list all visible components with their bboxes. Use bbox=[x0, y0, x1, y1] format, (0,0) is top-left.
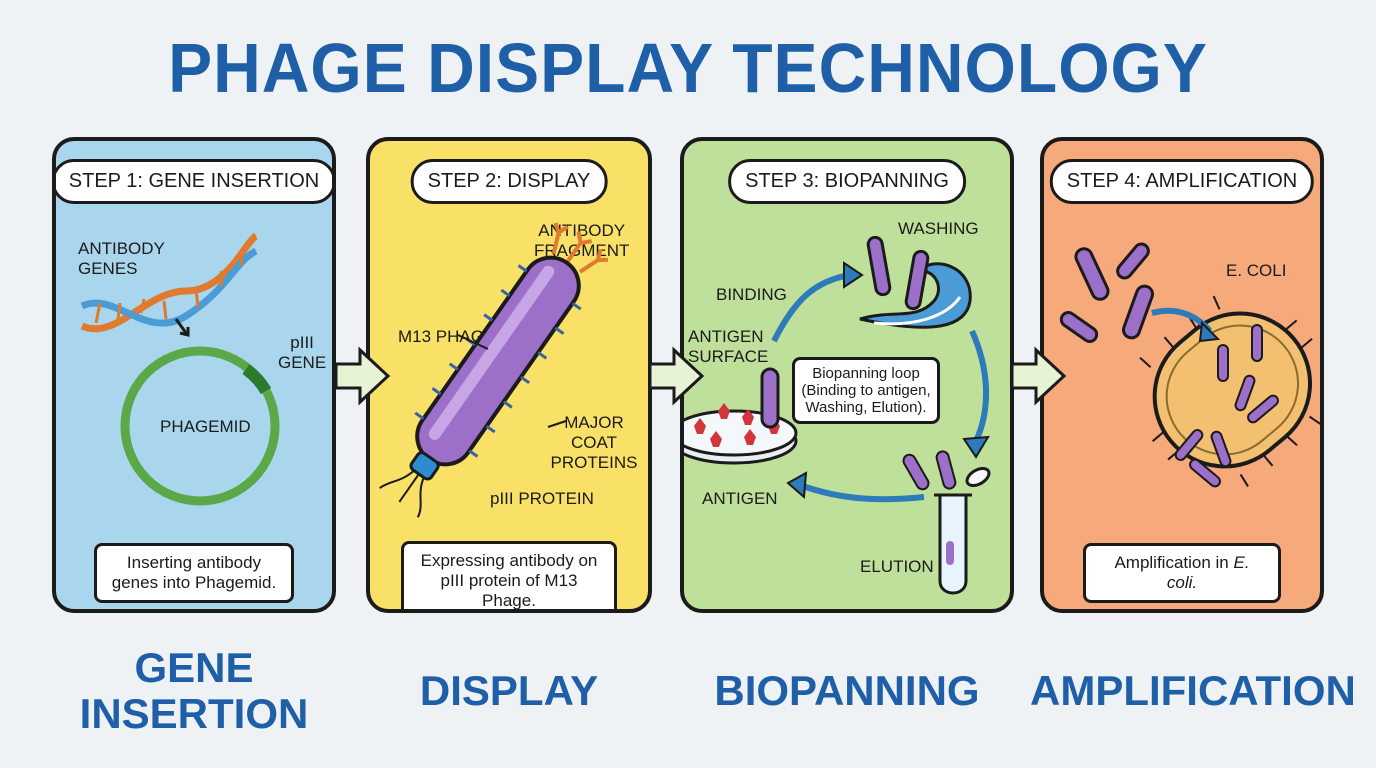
step-4-caption-text: Amplification in bbox=[1114, 553, 1234, 572]
page-title: PHAGE DISPLAY TECHNOLOGY bbox=[168, 29, 1208, 107]
ecoli-cell-icon bbox=[1059, 242, 1320, 488]
step-4-caption-italic: E. coli. bbox=[1166, 553, 1250, 592]
dna-helix-icon bbox=[80, 232, 259, 337]
elution-label: ELUTION bbox=[860, 557, 934, 576]
step-4-header: STEP 4: AMPLIFICATION bbox=[1049, 159, 1315, 204]
biopanning-loop bbox=[684, 235, 991, 595]
antigen-surface-label: ANTIGEN SURFACE bbox=[688, 327, 769, 366]
piii-gene-label: pIII GENE bbox=[278, 333, 327, 372]
step-3-panel: STEP 3: BIOPANNING WASHING BINDING ANTIG… bbox=[680, 137, 1014, 613]
plasmid-ring-icon bbox=[120, 346, 280, 506]
phagemid-label: PHAGEMID bbox=[160, 417, 251, 436]
step-1-header: STEP 1: GENE INSERTION bbox=[56, 159, 332, 204]
test-tube-icon bbox=[934, 466, 991, 595]
bottom-label-amplification: AMPLIFICATION bbox=[1030, 667, 1356, 714]
m13-phage-icon bbox=[379, 222, 609, 518]
ecoli-label: E. COLI bbox=[1226, 261, 1287, 280]
antigen-label: ANTIGEN bbox=[702, 489, 778, 508]
step-1-panel: STEP 1: GENE INSERTION ANTIBODY GENES pI… bbox=[52, 137, 336, 613]
step-3-header: STEP 3: BIOPANNING bbox=[728, 159, 966, 204]
step-2-header: STEP 2: DISPLAY bbox=[410, 159, 608, 204]
bottom-label-biopanning: BIOPANNING bbox=[714, 667, 980, 714]
right-arrow-icon bbox=[1010, 346, 1067, 406]
right-arrow-icon bbox=[648, 346, 705, 406]
bottom-label-display: DISPLAY bbox=[419, 667, 599, 714]
binding-label: BINDING bbox=[716, 285, 787, 304]
major-coat-proteins-label: MAJOR COAT PROTEINS bbox=[550, 413, 638, 472]
step-2-panel: STEP 2: DISPLAY ANTIBODY FRAGMENT M13 PH… bbox=[366, 137, 652, 613]
step-2-caption: Expressing antibody on pIII protein of M… bbox=[401, 541, 617, 609]
right-arrow-icon bbox=[334, 346, 391, 406]
step-3-caption: Biopanning loop (Binding to antigen, Was… bbox=[792, 357, 940, 424]
step-4-caption: Amplification in E. coli. bbox=[1083, 543, 1281, 603]
bottom-label-gene-insertion: GENE INSERTION bbox=[79, 644, 309, 737]
washing-label: WASHING bbox=[898, 219, 979, 238]
step-4-panel: STEP 4: AMPLIFICATION E. COLI bbox=[1040, 137, 1324, 613]
antibody-genes-label: ANTIBODY GENES bbox=[78, 239, 165, 278]
step-1-caption: Inserting antibody genes into Phagemid. bbox=[94, 543, 294, 603]
piii-protein-label: pIII PROTEIN bbox=[490, 489, 594, 508]
